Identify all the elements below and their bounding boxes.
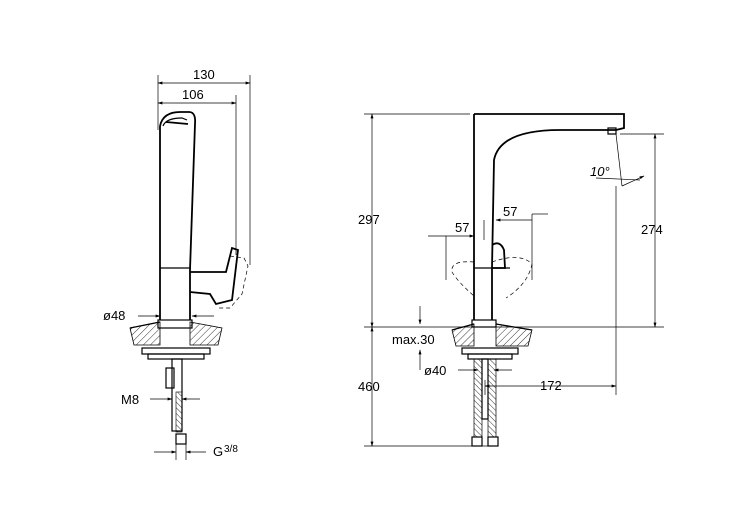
front-view: 297 274 57 57 10° bbox=[358, 113, 664, 447]
dim-274-label: 274 bbox=[641, 222, 663, 237]
dim-57-right-label: 57 bbox=[503, 204, 517, 219]
dim-diameter-48-label: ø48 bbox=[103, 308, 125, 323]
dim-297-label: 297 bbox=[358, 212, 380, 227]
dim-g-label: G bbox=[213, 444, 223, 459]
dim-diameter-40-label: ø40 bbox=[424, 363, 446, 378]
dim-57-left-label: 57 bbox=[455, 220, 469, 235]
side-view: 130 106 ø48 M8 bbox=[103, 67, 251, 460]
dim-460-label: 460 bbox=[358, 379, 380, 394]
lever-handle bbox=[189, 246, 239, 306]
dim-130-label: 130 bbox=[193, 67, 215, 82]
front-lever bbox=[491, 242, 506, 269]
dim-angle-label: 10° bbox=[590, 164, 610, 179]
dim-g-fraction-label: 3/8 bbox=[224, 444, 238, 455]
spout-body-outline bbox=[159, 111, 197, 271]
dim-106-label: 106 bbox=[182, 87, 204, 102]
dim-max30-label: max.30 bbox=[392, 332, 435, 347]
front-spout-outline bbox=[474, 113, 625, 269]
dim-m8-label: M8 bbox=[121, 392, 139, 407]
dim-172-label: 172 bbox=[540, 378, 562, 393]
